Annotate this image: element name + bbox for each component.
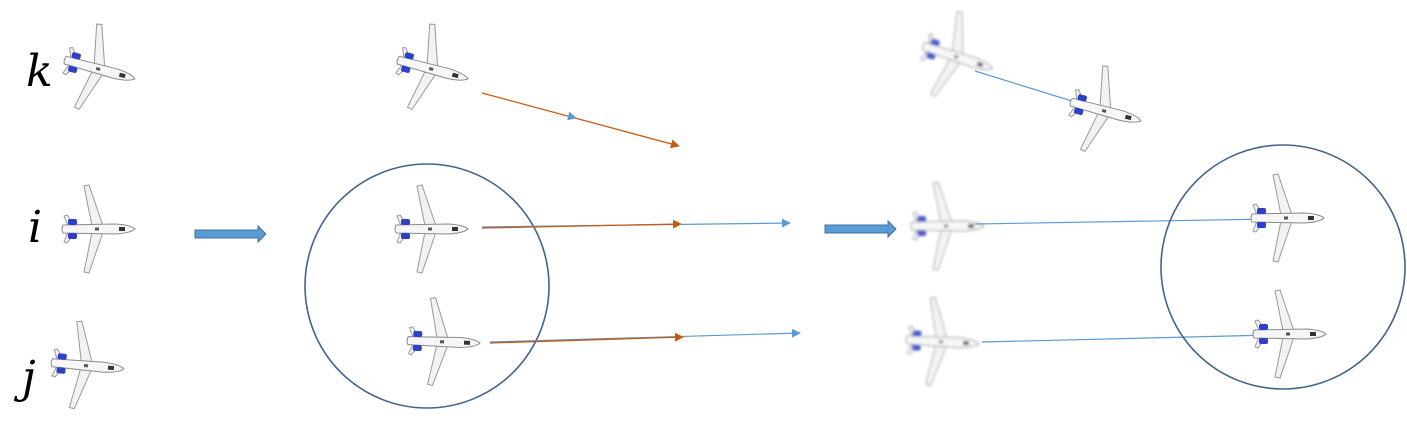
velocity-vector-j — [489, 332, 684, 344]
aircraft-icon — [1250, 173, 1325, 263]
aircraft-icon — [903, 295, 982, 389]
aircraft-icon — [1058, 58, 1153, 164]
aircraft-icon — [404, 296, 483, 388]
trajectory-j — [981, 334, 1273, 343]
step-arrow-icon — [824, 219, 897, 239]
aircraft-icon — [52, 16, 147, 122]
velocity-vector-k — [481, 92, 680, 149]
aircraft-icon — [908, 3, 1007, 111]
label-i: i — [28, 202, 42, 253]
proximity-circle — [1160, 144, 1406, 390]
label-k: k — [26, 46, 53, 97]
aircraft-icon — [394, 184, 469, 274]
velocity-vector-i — [481, 219, 682, 229]
trajectory-i — [974, 218, 1273, 225]
aircraft-icon — [385, 16, 480, 122]
aircraft-icon — [910, 181, 985, 271]
trajectory-k — [974, 70, 1089, 108]
velocity-vector-j-blue — [489, 328, 801, 343]
aircraft-icon — [1252, 289, 1327, 379]
aircraft-icon — [46, 318, 129, 414]
proximity-circle — [304, 163, 550, 409]
label-j: j — [13, 352, 36, 403]
aircraft-icon — [61, 184, 136, 274]
step-arrow-icon — [194, 224, 267, 244]
